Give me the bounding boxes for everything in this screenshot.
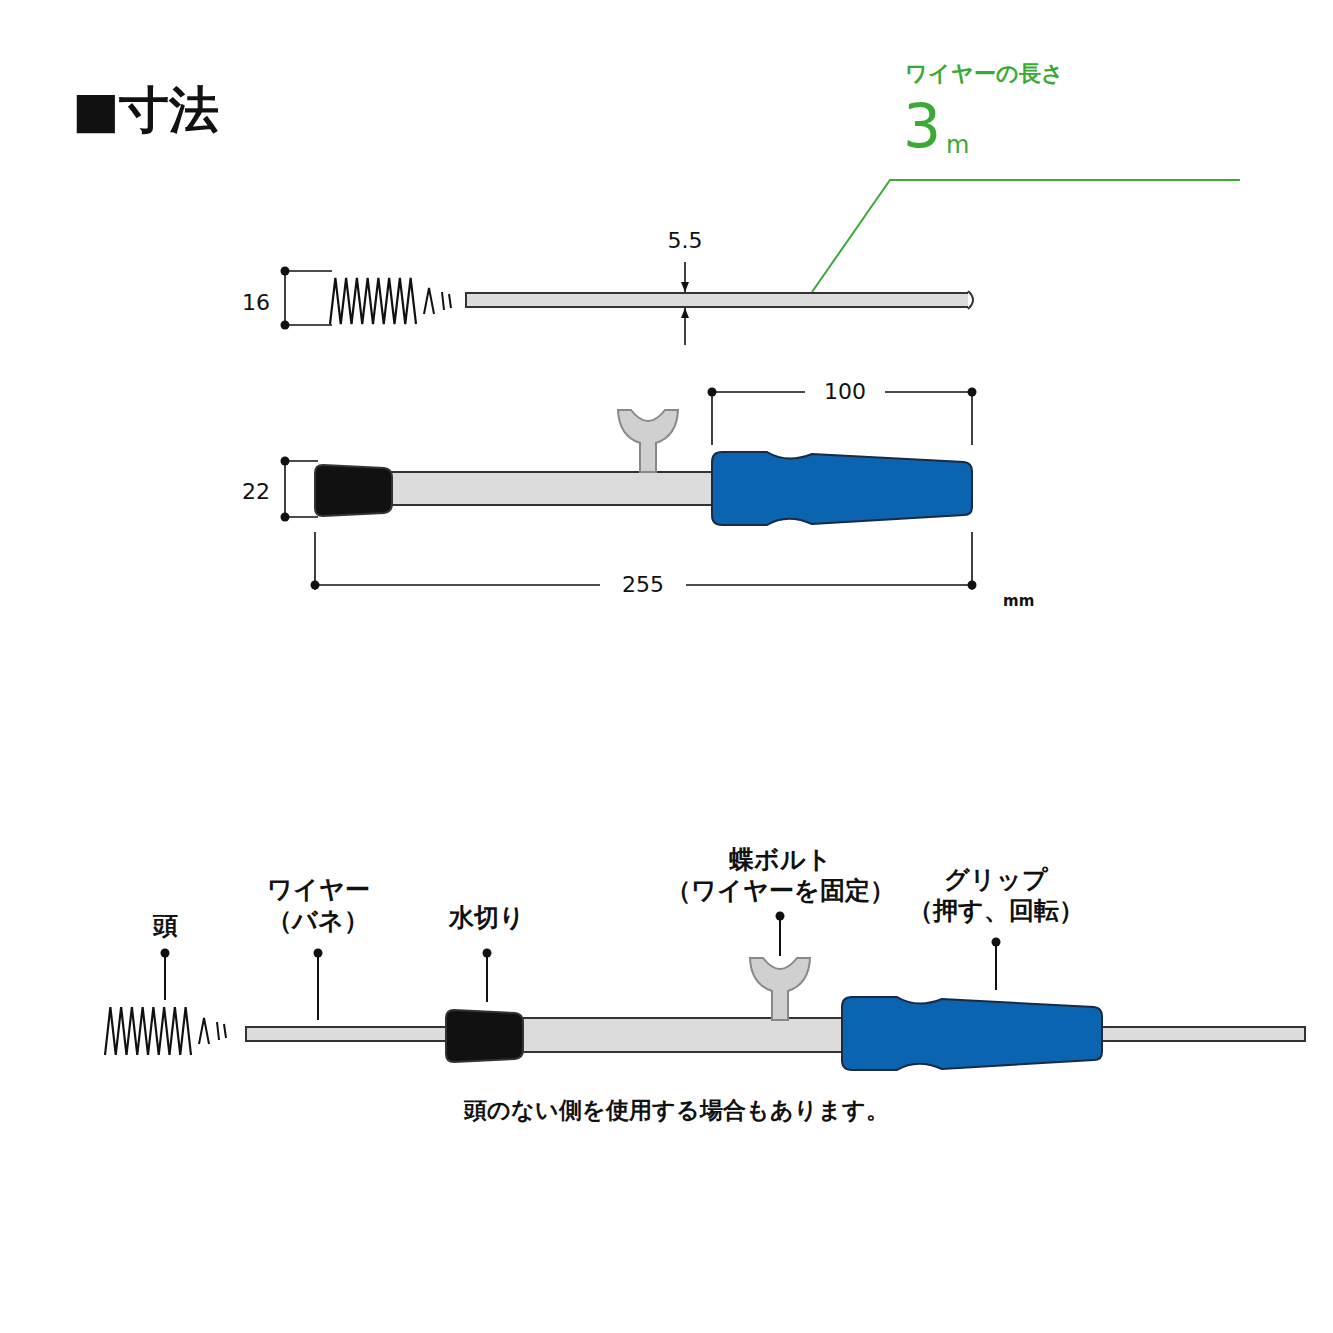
- water-cap: [315, 465, 392, 516]
- leader-line: [486, 953, 488, 1002]
- dimension-dot: [311, 581, 320, 590]
- tube: [520, 1018, 846, 1052]
- spring-tip: [217, 1022, 219, 1040]
- length-leader: [812, 180, 1240, 292]
- dimension-dot: [708, 388, 717, 397]
- extension-line: [285, 324, 332, 326]
- dimension-arrow: [681, 282, 689, 292]
- spring-head: [105, 1007, 226, 1055]
- dimension-label: 22: [242, 478, 270, 506]
- dimension-line: [284, 271, 286, 325]
- leader-dot: [314, 949, 323, 958]
- part-name: 水切り: [449, 902, 525, 933]
- caption: 頭のない側を使用する場合もあります。: [464, 1097, 889, 1125]
- leader-line: [164, 953, 166, 1000]
- dimension-line: [686, 584, 972, 586]
- tube: [390, 472, 714, 505]
- part-name: 頭: [153, 910, 178, 941]
- spring-tip: [224, 1024, 226, 1038]
- spring-tip: [424, 288, 434, 314]
- leader-dot: [776, 912, 785, 921]
- dimension-label: 100: [820, 378, 870, 406]
- leader-dot: [992, 938, 1001, 947]
- extension-line: [971, 392, 973, 445]
- wire: [246, 1027, 450, 1041]
- spring-tip: [449, 294, 451, 308]
- grip: [842, 997, 1102, 1070]
- wire: [1098, 1027, 1305, 1041]
- wire: [466, 293, 970, 307]
- part-name: グリップ （押す、回転）: [906, 864, 1086, 927]
- length-caption: ワイヤーの長さ: [905, 60, 1064, 88]
- leader-line: [317, 953, 319, 1020]
- extension-line: [285, 270, 332, 272]
- extension-line: [285, 516, 318, 518]
- wing-bolt: [750, 958, 810, 1020]
- length-unit: m: [946, 133, 969, 157]
- dimension-label: 16: [242, 289, 270, 317]
- spring-coil: [330, 278, 416, 324]
- extension-line: [711, 392, 713, 445]
- dimension-line: [315, 584, 600, 586]
- spring-tip: [199, 1018, 209, 1044]
- dimension-label: 5.5: [668, 227, 703, 255]
- dimension-line: [885, 391, 972, 393]
- extension-line: [285, 460, 318, 462]
- leader-line: [995, 942, 997, 990]
- dimension-label: 255: [618, 571, 668, 599]
- dimension-dot: [968, 388, 977, 397]
- leader-dot: [483, 949, 492, 958]
- dimension-line: [712, 391, 805, 393]
- wire-break: [968, 291, 973, 309]
- title: ■寸法: [72, 80, 219, 140]
- dimension-line: [284, 461, 286, 517]
- spring-head: [330, 278, 451, 324]
- dimension-dot: [968, 581, 977, 590]
- grip: [712, 452, 972, 525]
- leader-line: [779, 916, 781, 956]
- leader-dot: [161, 949, 170, 958]
- spring-coil: [105, 1007, 191, 1055]
- water-cap: [446, 1010, 523, 1062]
- length-value: 3: [903, 96, 941, 156]
- wing-bolt: [618, 410, 678, 472]
- unit-label: mm: [1003, 592, 1034, 611]
- dimension-arrow: [681, 308, 689, 318]
- part-name: ワイヤー （バネ）: [265, 874, 372, 937]
- part-name: 蝶ボルト （ワイヤーを固定）: [664, 844, 897, 907]
- spring-tip: [442, 292, 444, 310]
